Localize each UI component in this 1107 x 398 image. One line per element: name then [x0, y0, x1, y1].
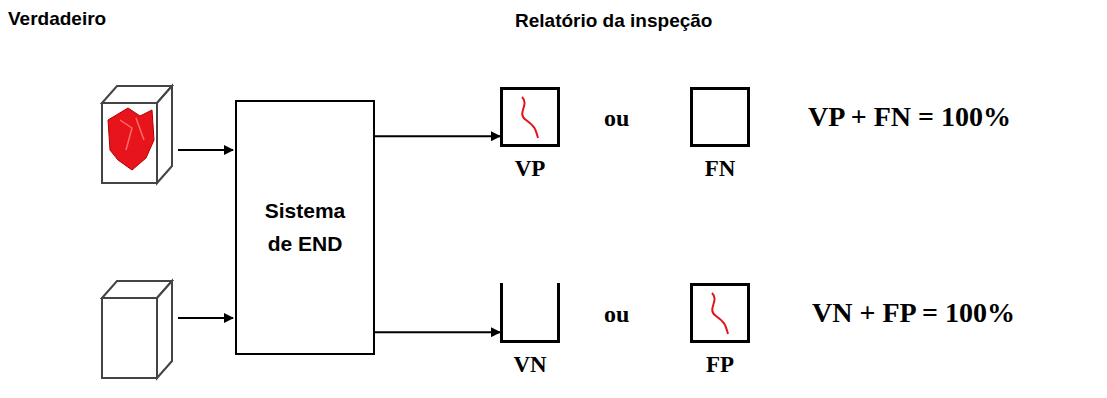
header-label: Verdadeiro — [8, 8, 106, 31]
plain-cube — [102, 281, 172, 378]
report-frame — [690, 87, 750, 147]
icon-caption: FP — [706, 353, 734, 376]
box-title: Sistema de END — [265, 195, 346, 260]
output-arrow — [375, 331, 500, 333]
header-label: Relatório da inspeção — [515, 10, 712, 33]
report-icon: VP — [500, 87, 560, 147]
input-arrow — [178, 149, 233, 151]
icon-caption: VP — [515, 157, 546, 180]
output-arrow — [375, 135, 500, 137]
formula-label: VN + FP = 100% — [812, 296, 1015, 330]
report-frame — [500, 283, 560, 343]
crack-mark — [522, 97, 538, 138]
report-icon: VN — [500, 283, 560, 343]
crack-mark — [712, 293, 728, 334]
icon-caption: FN — [705, 157, 736, 180]
report-icon: FN — [690, 87, 750, 147]
report-frame — [690, 283, 750, 343]
report-icon: FP — [690, 283, 750, 343]
defect-cube — [102, 86, 172, 183]
report-frame — [500, 87, 560, 147]
formula-label: VP + FN = 100% — [808, 100, 1011, 134]
conjunction-label: ou — [604, 104, 629, 133]
input-arrow — [178, 317, 233, 319]
conjunction-label: ou — [604, 300, 629, 329]
icon-caption: VN — [513, 353, 546, 376]
process-box: Sistema de END — [235, 100, 375, 355]
